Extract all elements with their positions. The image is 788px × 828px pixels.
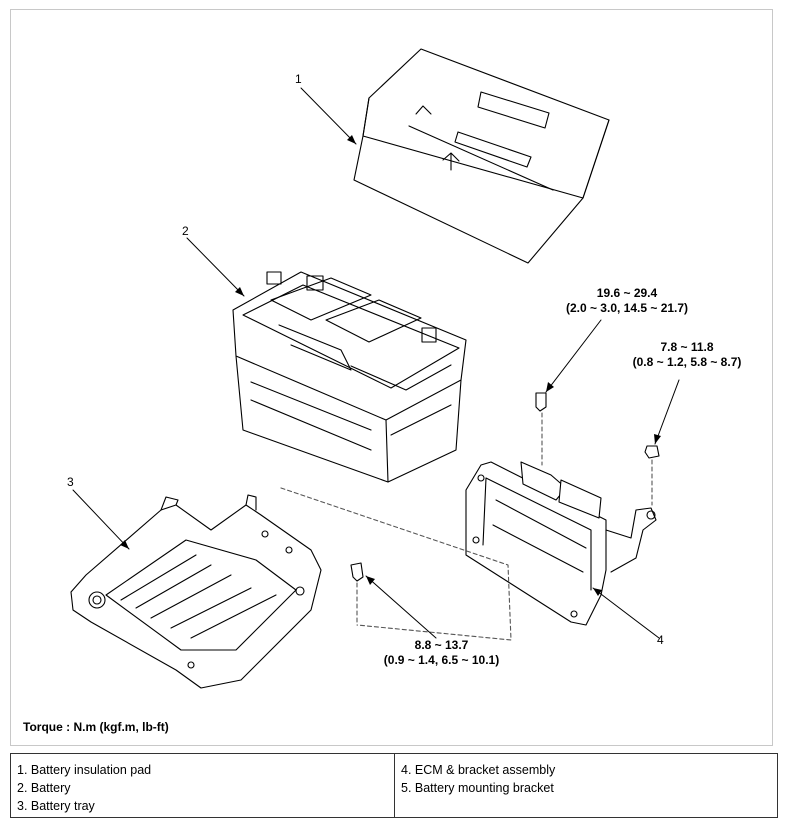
legend-item: 1. Battery insulation pad bbox=[17, 763, 152, 777]
projection-lines bbox=[280, 412, 653, 641]
callout-1: 1 bbox=[295, 72, 302, 86]
torque-tray-bolt-alt: (0.9 ~ 1.4, 6.5 ~ 10.1) bbox=[383, 653, 500, 667]
legend-item: 5. Battery mounting bracket bbox=[401, 781, 554, 795]
legend-item: 3. Battery tray bbox=[17, 799, 95, 813]
torque-ecm-bolt: 19.6 ~ 29.4 (2.0 ~ 3.0, 14.5 ~ 21.7) bbox=[537, 286, 717, 316]
legend-item: 2. Battery bbox=[17, 781, 71, 795]
callout-3: 3 bbox=[67, 475, 74, 489]
legend-item: 4. ECM & bracket assembly bbox=[401, 763, 556, 777]
legend-column-right: 4. ECM & bracket assembly 5. Battery mou… bbox=[394, 754, 777, 817]
torque-ecm-bolt-alt: (2.0 ~ 3.0, 14.5 ~ 21.7) bbox=[565, 301, 689, 315]
arrow-heads bbox=[120, 135, 661, 596]
torque-units-note: Torque : N.m (kgf.m, lb-ft) bbox=[23, 720, 169, 734]
battery-drawing bbox=[232, 271, 467, 483]
torque-ecm-bolt-nm: 19.6 ~ 29.4 bbox=[596, 286, 658, 300]
leader-lines bbox=[72, 87, 680, 639]
torque-bracket-nut: 7.8 ~ 11.8 (0.8 ~ 1.2, 5.8 ~ 8.7) bbox=[617, 340, 757, 370]
torque-tray-bolt: 8.8 ~ 13.7 (0.9 ~ 1.4, 6.5 ~ 10.1) bbox=[364, 638, 519, 668]
callout-2: 2 bbox=[182, 224, 189, 238]
battery-tray-drawing bbox=[70, 494, 322, 689]
legend-column-left: 1. Battery insulation pad 2. Battery 3. … bbox=[11, 754, 394, 817]
torque-tray-bolt-nm: 8.8 ~ 13.7 bbox=[414, 638, 469, 652]
ecm-bracket-drawing bbox=[465, 461, 657, 626]
fasteners-drawing bbox=[350, 392, 660, 582]
insulation-pad-drawing bbox=[353, 48, 610, 264]
callout-4: 4 bbox=[657, 633, 664, 647]
diagram-drawing bbox=[70, 48, 680, 689]
torque-bracket-nut-alt: (0.8 ~ 1.2, 5.8 ~ 8.7) bbox=[632, 355, 742, 369]
exploded-diagram: 1 2 3 4 19.6 ~ 29.4 (2.0 ~ 3.0, 14.5 ~ 2… bbox=[10, 9, 773, 746]
torque-bracket-nut-nm: 7.8 ~ 11.8 bbox=[660, 340, 714, 354]
parts-legend: 1. Battery insulation pad 2. Battery 3. … bbox=[10, 753, 778, 818]
